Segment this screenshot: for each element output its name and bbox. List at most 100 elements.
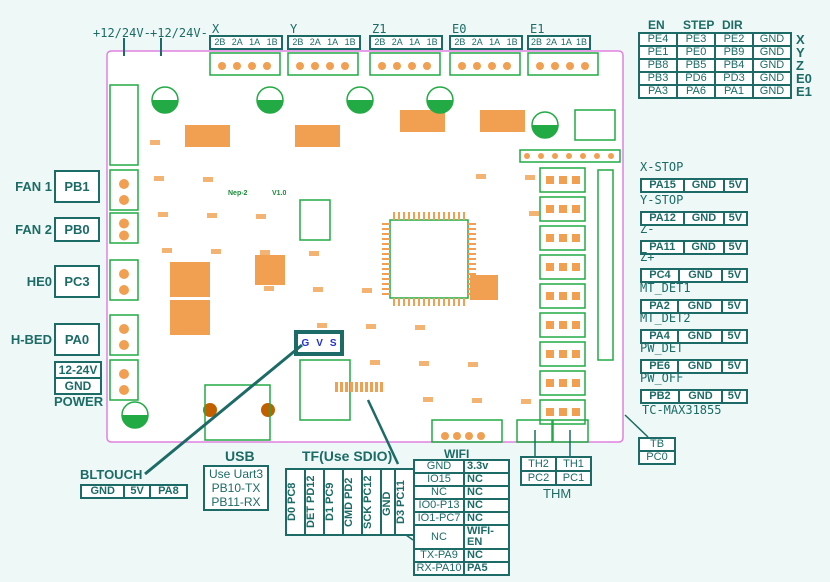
pin [403,298,405,306]
pad [559,350,567,358]
capacitor-mark [122,415,148,428]
tc-label: TC-MAX31855 [642,403,722,417]
output-pin-h-bed: PA0 [54,323,100,356]
pin [468,243,476,245]
pad [408,62,416,70]
endstop-pin: GND [683,178,725,193]
driver-ic-2 [400,110,445,132]
output-label: H-BED [10,331,52,347]
pad [296,62,304,70]
pin [413,298,415,306]
pad [581,62,589,70]
pin [408,298,410,306]
tb-table: TB PC0 [638,437,676,465]
pad [423,62,431,70]
output-label: HE0 [26,273,52,289]
usb-line-1: Use Uart3 [208,467,264,481]
wifi-left: IO0-P13 [413,498,465,513]
smd-part [264,286,274,291]
motor-socket-e0 [449,52,521,76]
pin [433,212,435,220]
endstop-socket-2 [539,225,586,251]
usb-line-2: PB10-TX [211,481,261,495]
pin [428,298,430,306]
wifi-left: TX-PA9 [413,548,465,563]
pin [393,212,395,220]
pad [572,321,580,329]
board-name: Nep-2 [228,190,248,197]
smd-part [415,325,425,330]
motor-axis-label: Z1 [372,22,387,36]
tf-column: D0 PC8 [286,469,305,535]
endstop-label: PW_DET [640,341,684,355]
smd-part [525,175,535,180]
left-terminal-fan [109,84,139,166]
smd-part [207,213,217,218]
pin [382,223,390,225]
smd-part [362,288,372,293]
usb-line-3: PB11-RX [211,495,261,509]
endstop-pin: 5V [720,389,749,404]
capacitor-mark [427,100,453,113]
endstop-pin: PA12 [639,211,686,226]
motor-pin: 2B [454,37,466,47]
pad [441,432,449,440]
pad [572,408,580,416]
driver-ic-3 [480,110,525,132]
regulator-1 [170,262,210,297]
tf-func: D3 [395,509,407,525]
pin [408,212,410,220]
regulator-2 [170,300,210,335]
pin [382,273,390,275]
pin [448,298,450,306]
pad [608,153,614,159]
pin [468,268,476,270]
wifi-left: IO1-PC7 [413,511,465,526]
pad [546,408,554,416]
smd-part [521,399,531,404]
pin [418,212,420,220]
pad [453,432,461,440]
pin [463,298,465,306]
capacitor-mark [257,100,283,113]
motor-socket-e1 [527,52,599,76]
pad [488,62,496,70]
endstop-pin: GND [677,299,723,314]
tf-pin: PD2 [343,477,355,499]
pin [423,212,425,220]
endstop-pin: PA15 [639,178,686,193]
output-label: FAN 1 [15,178,52,194]
bltouch-gnd: GND [79,484,126,499]
motor-pin: 2B [292,37,304,47]
endstop-pin: 5V [720,359,749,374]
power-table: 12-24V GND [54,361,102,395]
pin [413,212,415,220]
endstop-label: MT_DET1 [640,281,691,295]
smd-part [370,360,380,365]
wifi-right: NC [463,485,510,500]
pin [382,278,390,280]
endstop-pin: GND [677,359,723,374]
pad [546,350,554,358]
chip-u7 [470,275,498,300]
pad [119,195,129,205]
pad [473,62,481,70]
pad [546,205,554,213]
pin [443,298,445,306]
motor-socket-x [209,52,281,76]
pad [572,263,580,271]
driver-header: DIR [722,18,743,32]
pin [468,258,476,260]
pad [538,153,544,159]
pin [433,298,435,306]
tf-func: SCK [362,505,374,529]
tf-func: D0 [286,507,298,522]
motor-pin: 2A [391,37,403,47]
tf-func: CMD [343,501,355,527]
pad [572,379,580,387]
driver-cell: GND [752,32,792,47]
